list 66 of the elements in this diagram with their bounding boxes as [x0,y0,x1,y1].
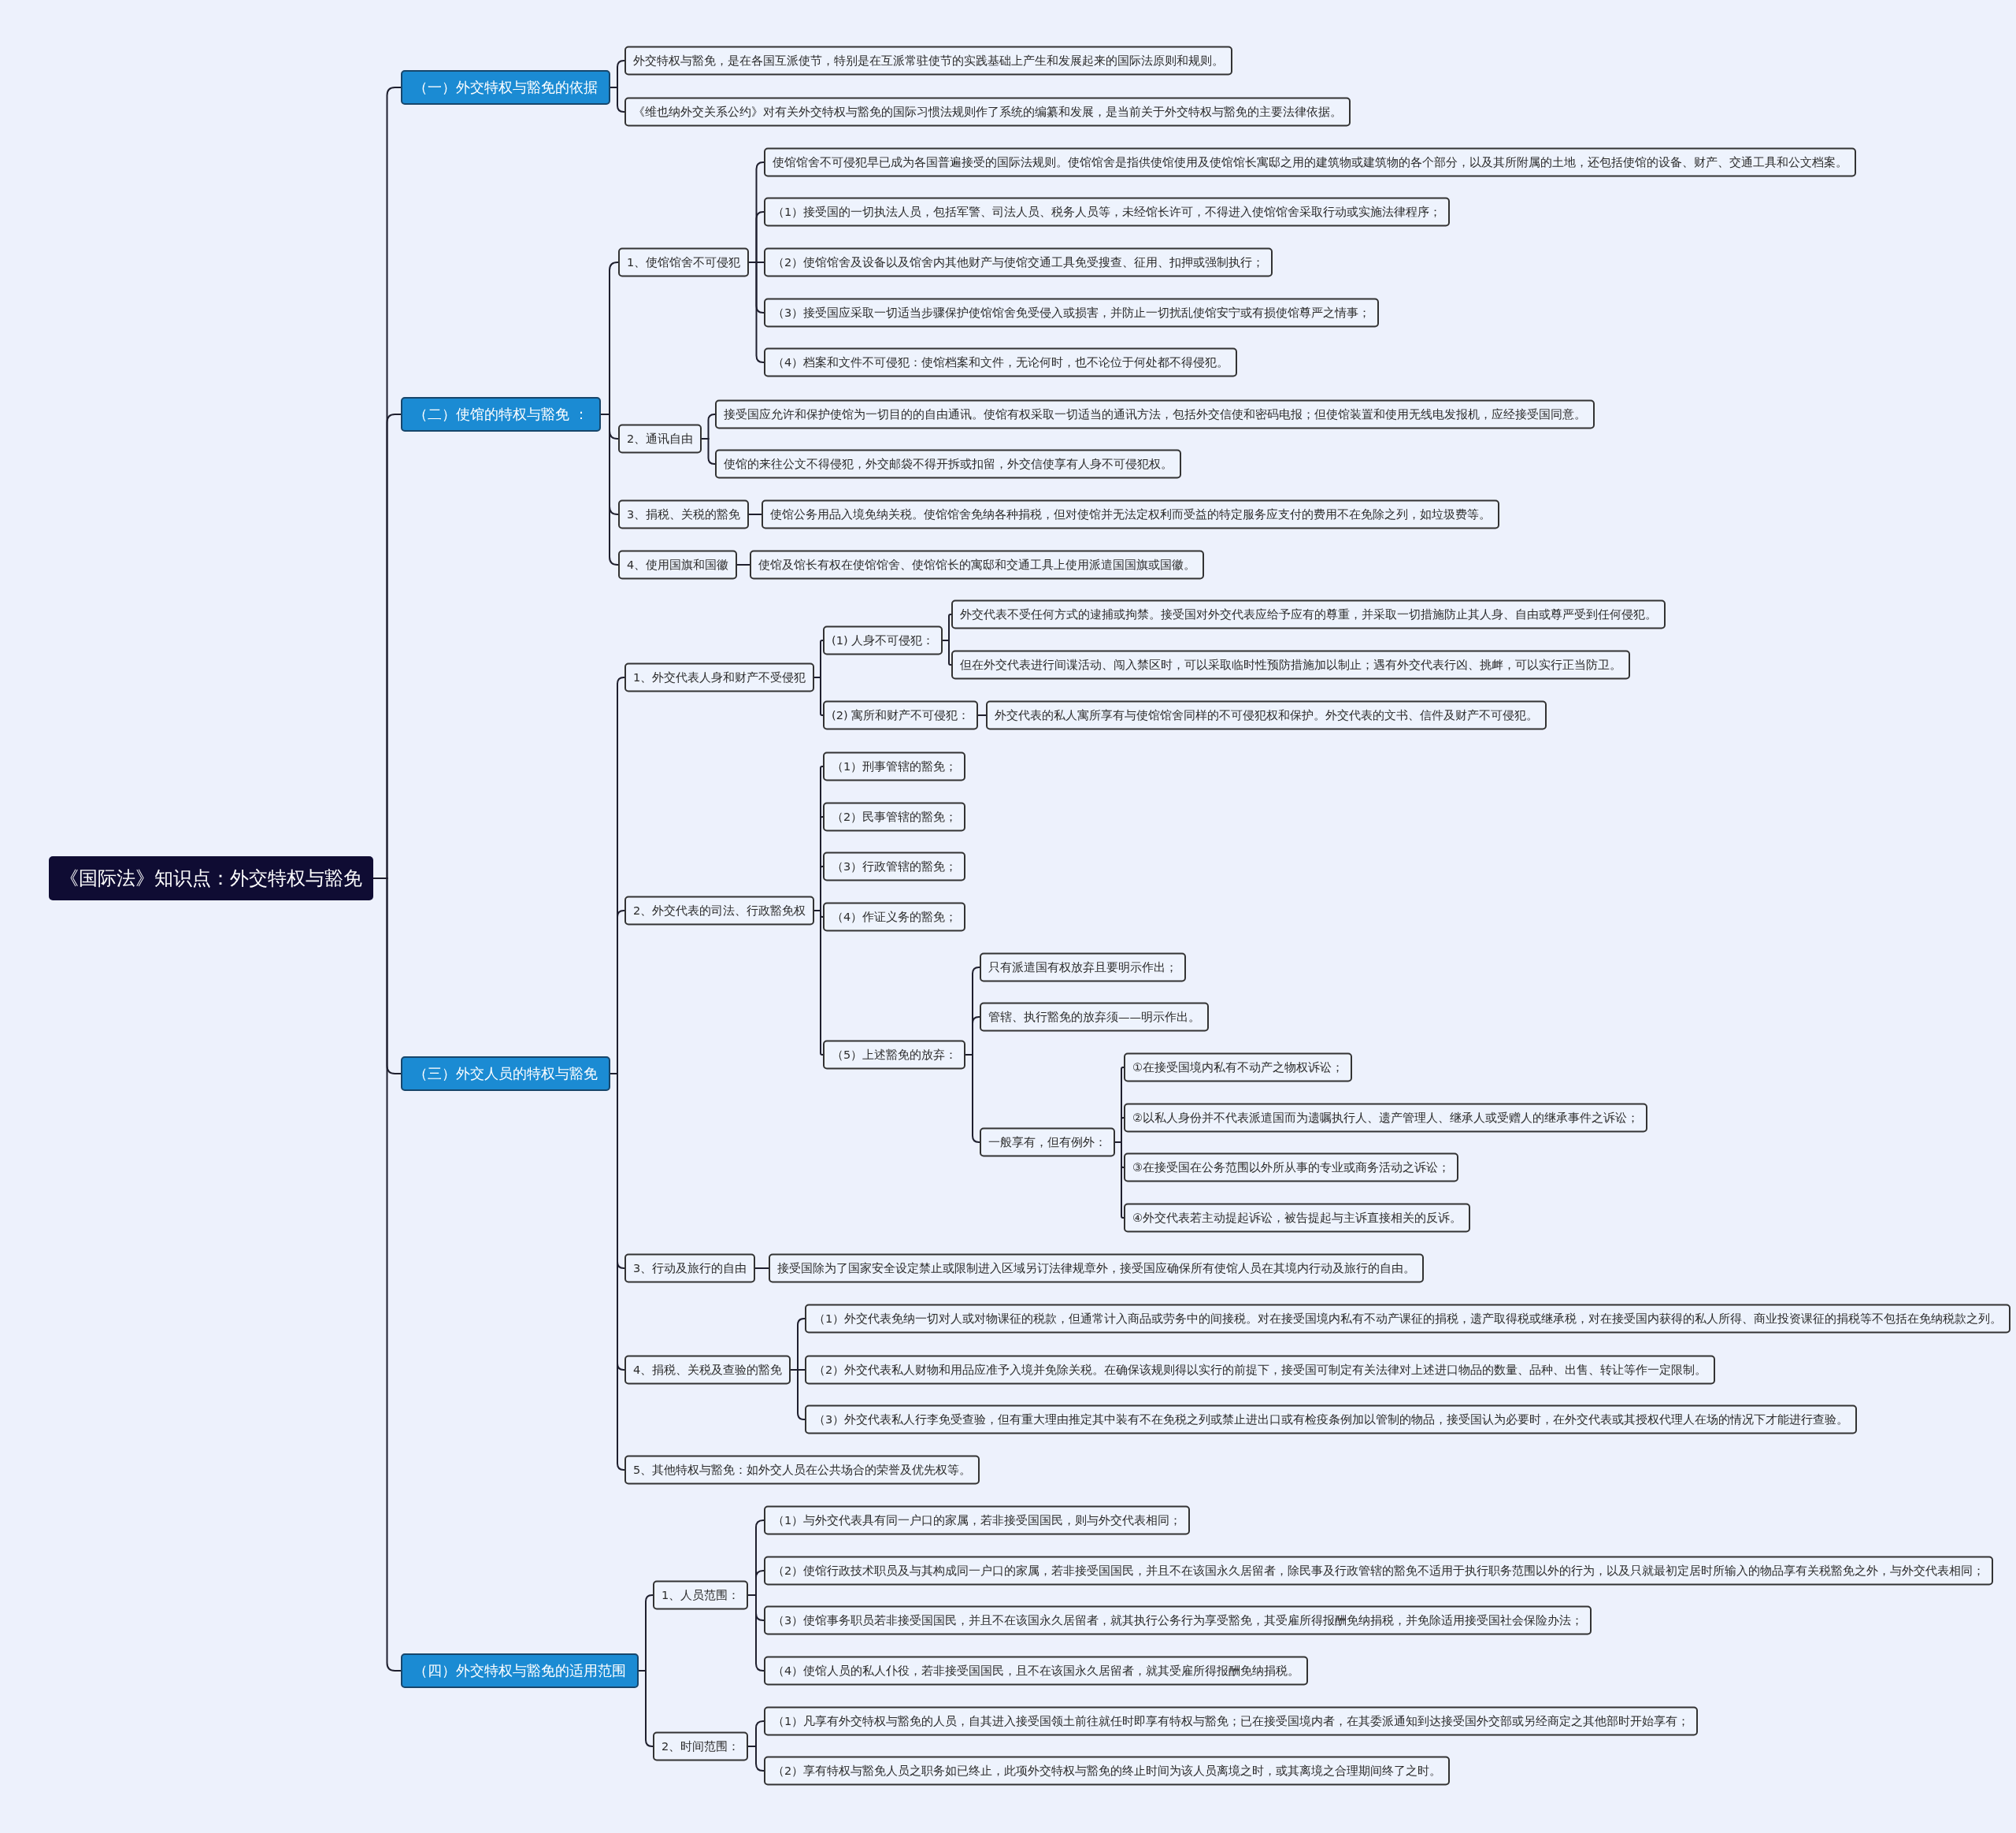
connector-line [748,262,765,363]
subtopic: 《维也纳外交关系公约》对有关外交特权与豁免的国际习惯法规则作了系统的编纂和发展，是当前关于外交特权与豁免的主要法律依据。 [624,97,1351,127]
note-box: 接受国应允许和保护使馆为一切目的的自由通讯。使馆有权采取一切适当的通讯方法，包括外交信使和密码电报；但使馆装置和使用无线电发报机，应经接受国同意。 [715,399,1595,429]
branch-topic: （二）使馆的特权与豁免 ： [401,397,601,432]
central-topic: 《国际法》知识点：外交特权与豁免 [49,856,373,900]
note-box: （3）接受国应采取一切适当步骤保护使馆馆舍免受侵入或损害，并防止一切扰乱使馆安宁或有损使馆尊严之情事； [764,298,1380,328]
branch-topic: （一）外交特权与豁免的依据 [401,70,610,105]
note-box: 接受国除为了国家安全设定禁止或限制进入区域另订法律规章外，接受国应确保所有使馆人员在其境内行动及旅行的自由。 [769,1253,1424,1283]
connector-line [748,514,762,515]
note-box: 外交代表的私人寓所享有与使馆馆舍同样的不可侵犯权和保护。外交代表的文书、信件及财产不可侵犯。 [986,700,1547,730]
note-box: 使馆的来往公文不得侵犯，外交邮袋不得开拆或扣留，外交信使享有人身不可侵犯权。 [715,449,1181,479]
note-box: （2）使馆行政技术职员及与其构成同一户口的家属，若非接受国国民，并且不在该国永久居留者，除民事及行政管辖的豁免不适用于执行职务范围以外的行为，以及只就最初定居时所输入的物品享有关税豁免之外，与外交代表相同； [764,1556,1994,1586]
note-box: （2）民事管辖的豁免； [823,802,966,832]
connector-line [747,1746,765,1772]
note-box: (2) 寓所和财产不可侵犯： [823,700,979,730]
connector-line [754,1267,769,1269]
connector-line [701,438,716,465]
note-box: 一般享有，但有例外： [980,1127,1115,1157]
subtopic: 5、其他特权与豁免：如外交人员在公共场合的荣誉及优先权等。 [624,1455,980,1485]
note-box: （3）行政管辖的豁免； [823,852,966,881]
subtopic: 2、时间范围： [653,1731,749,1761]
note-box: 使馆公务用品入境免纳关税。使馆馆舍免纳各种捐税，但对使馆并无法定权利而受益的特定服务应支付的费用不在免除之列，如垃圾费等。 [762,499,1499,529]
note-box: （1）接受国的一切执法人员，包括军警、司法人员、税务人员等，未经馆长许可，不得进入使馆馆舍采取行动或实施法律程序； [764,197,1451,227]
note-box: 只有派遣国有权放弃且要明示作出； [980,952,1186,982]
subtopic: 3、行动及旅行的自由 [624,1253,756,1283]
connector-line [736,564,750,566]
note-box: （1）刑事管辖的豁免； [823,751,966,781]
subtopic: 4、捐税、关税及查验的豁免 [624,1355,791,1385]
note-box: 使馆馆舍不可侵犯早已成为各国普遍接受的国际法规则。使馆馆舍是指供使馆使用及使馆馆长寓邸之用的建筑物或建筑物的各个部分，以及其所附属的土地，还包括使馆的设备、财产、交通工具和公文档案。 [764,147,1856,177]
note-box: （4）作证义务的豁免； [823,902,966,932]
note-box: （2）外交代表私人财物和用品应准予入境并免除关税。在确保该规则得以实行的前提下，接受国可制定有关法律对上述进口物品的数量、品种、出售、转让等作一定限制。 [805,1355,1716,1385]
connector-line [747,1594,765,1672]
note-box: （4）使馆人员的私人仆役，若非接受国国民，且不在该国永久居留者，就其受雇所得报酬免纳捐税。 [764,1656,1309,1686]
note-box: ②以私人身份并不代表派遣国而为遗嘱执行人、遗产管理人、继承人或受赠人的继承事件之诉讼； [1124,1103,1647,1133]
subtopic: 4、使用国旗和国徽 [618,550,738,580]
subtopic: 外交特权与豁免，是在各国互派使节，特别是在互派常驻使节的实践基础上产生和发展起来的国际法原则和规则。 [624,46,1232,76]
subtopic: 3、捐税、关税的豁免 [618,499,750,529]
subtopic: 1、使馆馆舍不可侵犯 [618,247,750,277]
note-box: (1) 人身不可侵犯： [823,625,943,655]
connector-line [638,1670,654,1747]
note-box: 使馆及馆长有权在使馆馆舍、使馆馆长的寓邸和交通工具上使用派遣国国旗或国徽。 [750,550,1204,580]
note-box: （2）享有特权与豁免人员之职务如已终止，此项外交特权与豁免的终止时间为该人员离境之时，或其离境之合理期间终了之时。 [764,1756,1451,1786]
note-box: ①在接受国境内私有不动产之物权诉讼； [1124,1052,1352,1082]
note-box: （1）与外交代表具有同一户口的家属，若非接受国国民，则与外交代表相同； [764,1505,1191,1535]
connector-line [790,1369,806,1420]
note-box: （4）档案和文件不可侵犯：使馆档案和文件，无论何时，也不论位于何处都不得侵犯。 [764,347,1238,377]
subtopic: 1、人员范围： [653,1580,749,1610]
connector-line [610,87,625,113]
note-box: ③在接受国在公务范围以外所从事的专业或商务活动之诉讼； [1124,1152,1458,1182]
connector-line [965,1054,980,1143]
branch-topic: （三）外交人员的特权与豁免 [401,1056,610,1091]
note-box: 外交代表不受任何方式的逮捕或拘禁。接受国对外交代表应给予应有的尊重，并采取一切措施防止其人身、自由或尊严受到任何侵犯。 [951,599,1666,629]
subtopic: 2、外交代表的司法、行政豁免权 [624,896,815,926]
note-box: （1）外交代表免纳一切对人或对物课征的税款，但通常计入商品或劳务中的间接税。对在接受国境内私有不动产课征的捐税，遗产取得税或继承税，对在接受国内获得的私人所得、商业投资课征的捐税等不包括在免纳税款之列。 [805,1304,2011,1334]
note-box: 但在外交代表进行间谍活动、闯入禁区时，可以采取临时性预防措施加以制止；遇有外交代表行凶、挑衅，可以实行正当防卫。 [951,650,1630,680]
note-box: ④外交代表若主动提起诉讼，被告提起与主诉直接相关的反诉。 [1124,1203,1470,1233]
connector-line [977,714,987,716]
note-box: 管辖、执行豁免的放弃须——明示作出。 [980,1002,1209,1032]
note-box: （3）外交代表私人行李免受查验，但有重大理由推定其中装有不在免税之列或禁止进出口或有检疫条例加以管制的物品，接受国认为必要时，在外交代表或其授权代理人在场的情况下才能进行查验。 [805,1404,1858,1434]
note-box: （3）使馆事务职员若非接受国国民，并且不在该国永久居留者，就其执行公务行为享受豁免，其受雇所得报酬免纳捐税，并免除适用接受国社会保险办法； [764,1605,1592,1635]
subtopic: 1、外交代表人身和财产不受侵犯 [624,662,815,692]
note-box: （5）上述豁免的放弃： [823,1040,966,1070]
subtopic: 2、通讯自由 [618,424,702,454]
branch-topic: （四）外交特权与豁免的适用范围 [401,1653,639,1688]
note-box: （2）使馆馆舍及设备以及馆舍内其他财产与使馆交通工具免受搜查、征用、扣押或强制执行； [764,247,1273,277]
note-box: （1）凡享有外交特权与豁免的人员，自其进入接受国领土前往就任时即享有特权与豁免；已在接受国境内者，在其委派通知到达接受国外交部或另经商定之其他部时开始享有； [764,1706,1699,1736]
